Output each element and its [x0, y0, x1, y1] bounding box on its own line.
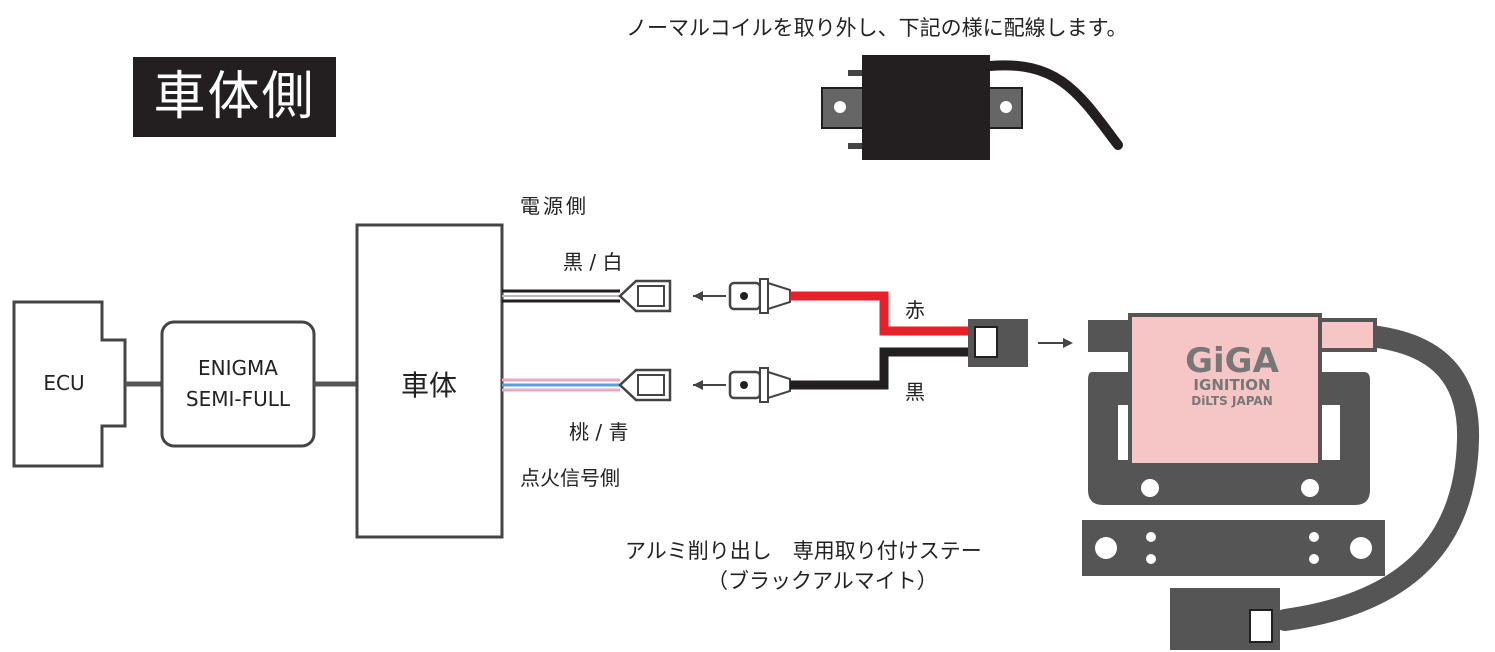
black-white-wire-label: 黒 / 白 [563, 250, 623, 274]
coupler-plug [968, 319, 1028, 367]
power-side-label: 電源側 [520, 194, 589, 218]
normal-coil-icon [821, 55, 1123, 160]
ignition-side-label: 点火信号側 [520, 466, 620, 490]
arrow-bottom-icon [693, 380, 726, 390]
male-connector-top [728, 278, 791, 314]
pink-blue-wire-label: 桃 / 青 [569, 420, 629, 444]
red-wire-label: 赤 [905, 298, 925, 322]
enigma-label-1: ENIGMA [198, 356, 278, 380]
mounting-stay-icon [1082, 520, 1385, 576]
ecu-block [12, 300, 127, 468]
enigma-block [160, 320, 316, 448]
female-connector-bottom [618, 368, 672, 402]
red-wire [790, 291, 968, 336]
coil-logo-giga: GiGA [1185, 341, 1279, 381]
arrow-top-icon [693, 291, 726, 301]
arrow-to-coil-icon [1038, 338, 1073, 348]
female-connector-top [618, 279, 672, 313]
coil-logo-ignition: IGNITION [1193, 376, 1270, 394]
male-connector-bottom [728, 367, 791, 403]
giga-ignition-coil-icon: GiGA IGNITION DiLTS JAPAN [1088, 313, 1480, 650]
coil-logo-dilts: DiLTS JAPAN [1191, 394, 1273, 408]
stay-caption-line1: アルミ削り出し 専用取り付けステー [625, 539, 982, 563]
black-wire-label: 黒 [905, 380, 925, 404]
black-wire [790, 347, 968, 390]
vehicle-block [355, 223, 504, 539]
ecu-label: ECU [43, 371, 84, 395]
instruction-text: ノーマルコイルを取り外し、下記の様に配線します。 [626, 16, 1128, 40]
stay-caption-line2: （ブラックアルマイト） [707, 569, 938, 593]
vehicle-side-badge: 車体側 [133, 57, 336, 137]
vehicle-label: 車体 [401, 369, 457, 402]
enigma-label-2: SEMI-FULL [186, 387, 291, 411]
